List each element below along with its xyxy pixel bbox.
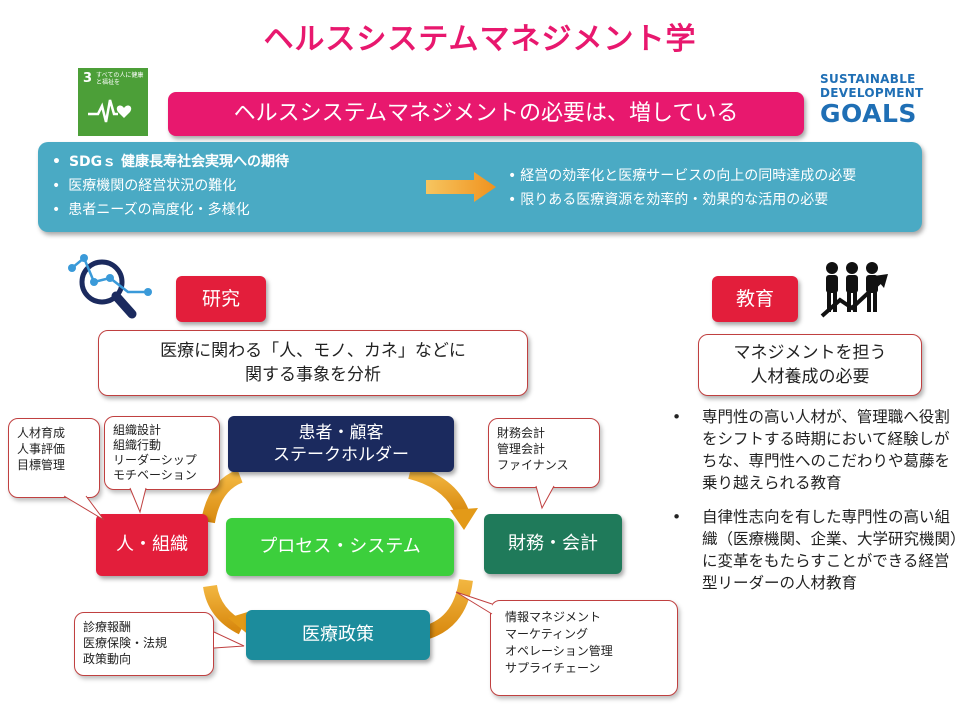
need-banner: ヘルスシステムマネジメントの必要は、増している <box>168 92 804 136</box>
research-callout: 医療に関わる「人、モノ、カネ」などに 関する事象を分析 <box>98 330 528 396</box>
sdg3-number: 3 <box>83 71 93 86</box>
org-note-item: 組織設計 <box>113 423 162 437</box>
hr-note-item: 目標管理 <box>17 458 66 472</box>
cycle-arrow-top-left <box>201 469 243 524</box>
operations-note-item: マーケティング <box>505 627 589 641</box>
org-note-item: リーダーシップ <box>113 453 197 467</box>
operations-note: 情報マネジメント マーケティング オペレーション管理 サプライチェーン <box>490 600 678 696</box>
patient-box-line2: ステークホルダー <box>273 445 409 465</box>
education-bullets: 専門性の高い人材が、管理職へ役割をシフトする時期において経験しがちな、専門性への… <box>668 406 958 606</box>
policy-note-item: 医療保険・法規 <box>83 636 168 650</box>
hr-note-pointer <box>63 495 105 521</box>
patient-box: 患者・顧客 ステークホルダー <box>228 416 454 472</box>
operations-note-item: 情報マネジメント <box>505 610 602 624</box>
finance-note-item: 管理会計 <box>497 442 546 456</box>
operations-note-item: オペレーション管理 <box>505 644 613 658</box>
hr-note-item: 人事評価 <box>17 442 66 456</box>
background-panel: SDGｓ 健康長寿社会実現への期待 医療機関の経営状況の難化 患者ニーズの高度化… <box>38 142 922 232</box>
list-item: 自律性志向を有した専門性の高い組織（医療機関、企業、大学研究機関）に変革をもたら… <box>668 506 958 594</box>
page-title: ヘルスシステムマネジメント学 <box>263 22 697 57</box>
org-note-item: 組織行動 <box>113 438 162 452</box>
analytics-magnifier-icon <box>68 254 152 319</box>
sdg3-text: すべての人に健康と福祉を <box>96 72 144 86</box>
cycle-arrow-top-right <box>408 465 469 515</box>
finance-note-item: ファイナンス <box>497 458 569 472</box>
background-right-list: 経営の効率化と医療サービスの向上の同時達成の必要 限りある医療資源を効率的・効果… <box>508 164 856 212</box>
background-left-list: SDGｓ 健康長寿社会実現への期待 医療機関の経営状況の難化 患者ニーズの高度化… <box>52 150 289 222</box>
research-callout-line1: 医療に関わる「人、モノ、カネ」などに <box>160 341 466 361</box>
list-item: 経営の効率化と医療サービスの向上の同時達成の必要 <box>508 164 856 188</box>
sdg-logo-line2: DEVELOPMENT <box>820 86 924 100</box>
process-system-box: プロセス・システム <box>226 518 454 576</box>
cycle-arrowhead <box>450 508 478 530</box>
policy-box: 医療政策 <box>246 610 430 660</box>
list-item: 患者ニーズの高度化・多様化 <box>52 198 289 222</box>
org-note: 組織設計 組織行動 リーダーシップ モチベーション <box>104 416 220 490</box>
sdg-logo: SUSTAINABLE DEVELOPMENT GOALS <box>820 72 930 127</box>
people-growth-icon <box>820 262 888 318</box>
sdg3-badge: 3 すべての人に健康と福祉を <box>78 68 148 136</box>
patient-box-line1: 患者・顧客 <box>298 423 384 443</box>
policy-note-pointer <box>213 631 245 649</box>
org-note-pointer <box>129 487 147 514</box>
finance-note-item: 財務会計 <box>497 426 546 440</box>
list-item: 限りある医療資源を効率的・効果的な活用の必要 <box>508 188 856 212</box>
finance-note: 財務会計 管理会計 ファイナンス <box>488 418 600 488</box>
research-callout-line2: 関する事象を分析 <box>245 365 381 385</box>
research-tag: 研究 <box>176 276 266 322</box>
operations-note-item: サプライチェーン <box>505 661 601 675</box>
policy-note-item: 政策動向 <box>83 652 132 666</box>
finance-note-pointer <box>535 485 555 510</box>
sdg3-heartbeat-icon <box>88 99 132 123</box>
list-item: 専門性の高い人材が、管理職へ役割をシフトする時期において経験しがちな、専門性への… <box>668 406 958 494</box>
education-tag: 教育 <box>712 276 798 322</box>
list-item: SDGｓ 健康長寿社会実現への期待 <box>52 150 289 174</box>
education-callout-line1: マネジメントを担う <box>733 343 887 363</box>
hr-note-item: 人材育成 <box>17 426 66 440</box>
operations-note-pointer <box>455 591 493 615</box>
finance-box: 財務・会計 <box>484 514 622 574</box>
sdg-logo-line1: SUSTAINABLE <box>820 72 916 86</box>
education-callout-line2: 人材養成の必要 <box>750 367 870 387</box>
hr-note: 人材育成 人事評価 目標管理 <box>8 418 100 498</box>
right-arrow-icon <box>426 172 496 202</box>
org-note-item: モチベーション <box>113 468 197 482</box>
sdg-logo-line3: GOALS <box>820 99 917 128</box>
people-org-box: 人・組織 <box>96 514 208 576</box>
policy-note-item: 診療報酬 <box>83 620 132 634</box>
education-callout: マネジメントを担う 人材養成の必要 <box>698 334 922 396</box>
list-item: 医療機関の経営状況の難化 <box>52 174 289 198</box>
policy-note: 診療報酬 医療保険・法規 政策動向 <box>74 612 214 676</box>
